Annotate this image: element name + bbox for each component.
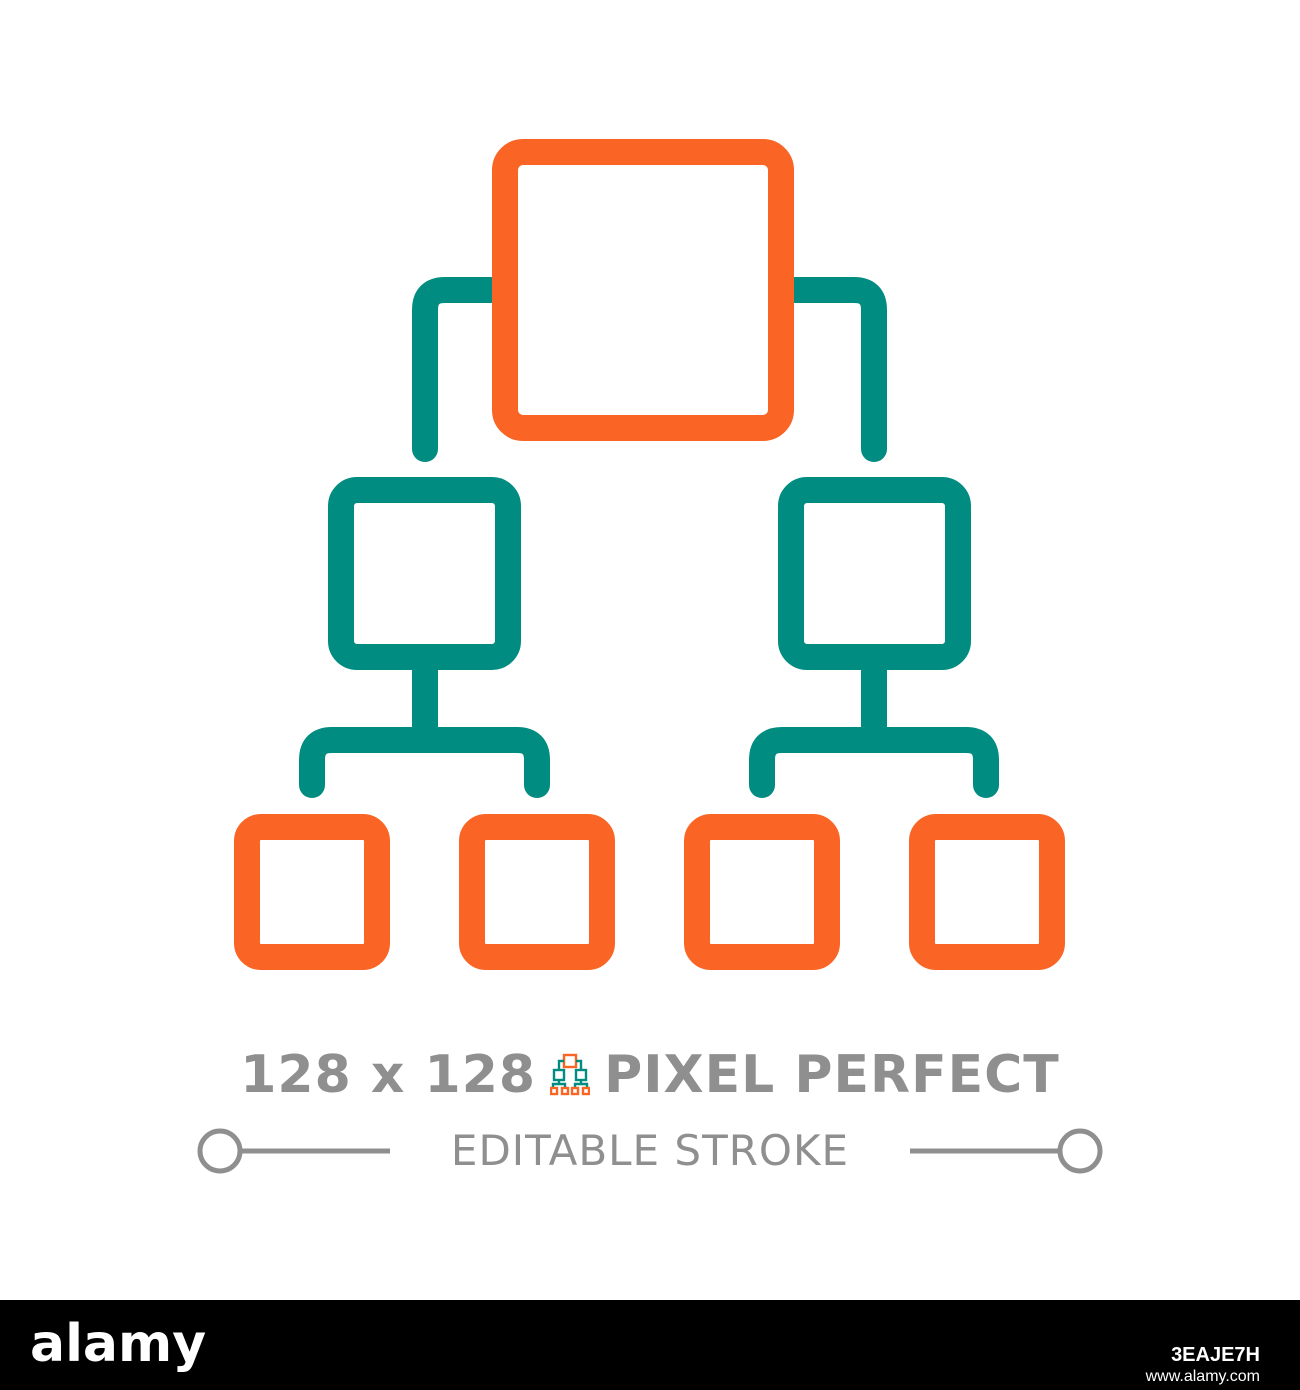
connector-mid-left xyxy=(299,649,550,798)
mini-hierarchy-icon xyxy=(550,1053,591,1096)
bottom-box-4 xyxy=(909,814,1065,970)
connector-lines xyxy=(299,277,999,798)
caption-row: 128 x 128 PIXEL PERFECT xyxy=(0,1040,1300,1110)
mid-right-box xyxy=(778,477,971,670)
quality-label: PIXEL PERFECT xyxy=(604,1045,1060,1105)
connector-top-left xyxy=(412,277,504,462)
watermark-footer: alamy 3EAJE7H www.alamy.com xyxy=(0,1300,1300,1390)
stroke-row: EDITABLE STROKE xyxy=(0,1120,1300,1180)
bottom-box-3 xyxy=(684,814,840,970)
mid-left-box xyxy=(328,477,521,670)
hierarchy-icon xyxy=(234,139,1065,970)
stroke-decoration xyxy=(197,1128,1103,1174)
footer-url: www.alamy.com xyxy=(1145,1368,1260,1385)
connector-top-right xyxy=(782,277,887,462)
bottom-box-1 xyxy=(234,814,390,970)
left-handle-icon xyxy=(197,1128,243,1174)
image-id: 3EAJE7H xyxy=(1171,1344,1260,1366)
stroke-label: EDITABLE STROKE xyxy=(450,1126,850,1175)
bottom-box-2 xyxy=(459,814,615,970)
size-label: 128 x 128 xyxy=(240,1045,537,1105)
connector-mid-right xyxy=(749,649,999,798)
top-box xyxy=(492,139,794,441)
right-handle-icon xyxy=(1057,1128,1103,1174)
alamy-logo: alamy xyxy=(30,1314,207,1374)
